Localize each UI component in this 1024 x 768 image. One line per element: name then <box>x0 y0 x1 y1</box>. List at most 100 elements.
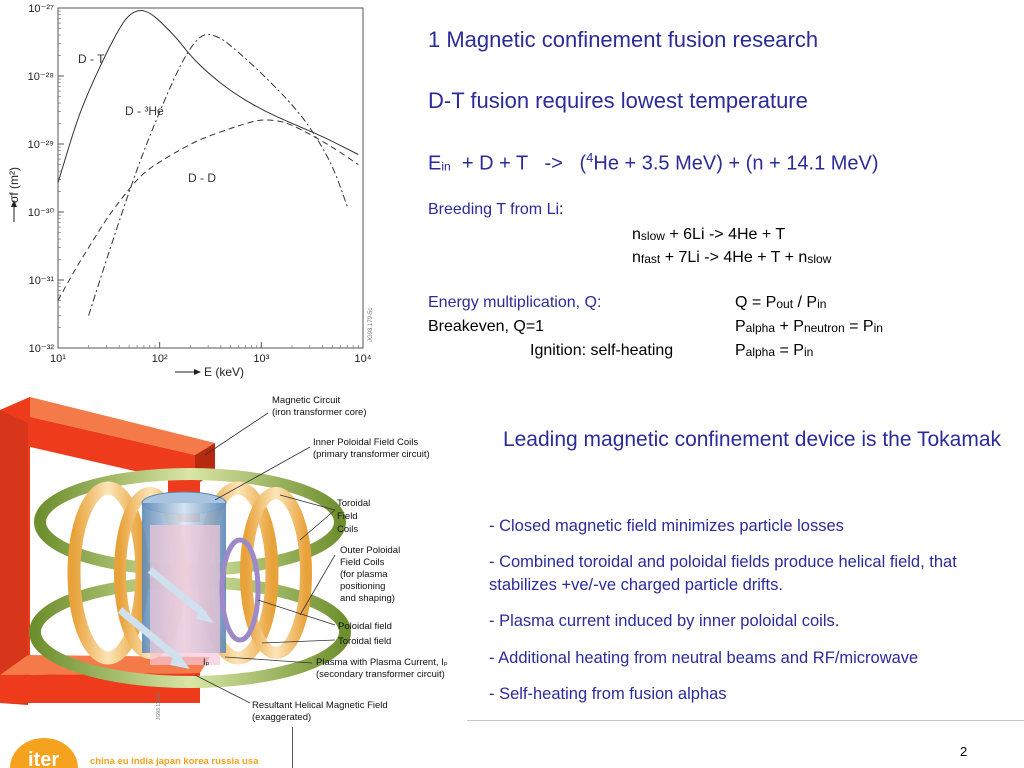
r2-rest: + 7Li -> 4He + T + n <box>660 249 808 266</box>
q-b-sub: in <box>817 297 827 311</box>
series-label-dd: D - D <box>188 171 216 185</box>
tokamak-diagram: Magnetic Circuit(iron transformer core) … <box>0 395 448 723</box>
breeding-reaction-2: nfast + 7Li -> 4He + T + nslow <box>632 249 831 267</box>
be-b-sub: neutron <box>803 321 845 335</box>
page-number: 2 <box>960 744 968 759</box>
breeding-reaction-1: nslow + 6Li -> 4He + T <box>632 226 785 244</box>
label-helical-field: Resultant Helical Magnetic Field(exagger… <box>252 700 388 723</box>
label-inner-poloidal: Inner Poloidal Field Coils(primary trans… <box>313 437 430 460</box>
be-c: = P <box>844 318 874 335</box>
bullet-2: - Combined toroidal and poloidal fields … <box>489 553 957 594</box>
bullet-4: - Additional heating from neutral beams … <box>489 649 919 667</box>
q-definition: Q = Pout / Pin <box>735 294 826 312</box>
bullet-5: - Self-heating from fusion alphas <box>489 685 727 703</box>
ig-b-sub: in <box>803 345 814 359</box>
poloidal-field-arrow <box>147 567 208 618</box>
helical-field-arrow <box>117 607 183 663</box>
r1-sub: slow <box>640 229 665 243</box>
ig-a: P <box>735 342 746 359</box>
logo-orange-disc <box>10 738 78 768</box>
iron-core-top-beam <box>0 410 195 485</box>
xlabel-arrowhead <box>194 369 201 375</box>
be-a-sub: alpha <box>745 321 776 335</box>
footer-divider <box>467 720 1024 721</box>
chart-ylabel: σf (m²) <box>7 167 21 203</box>
toroidal-coil-4 <box>240 487 312 659</box>
logo-word: iter <box>28 749 59 768</box>
y-tick-label: 10⁻³⁰ <box>28 207 55 219</box>
chart-id-label: JG93.179-5c <box>368 308 374 342</box>
be-c-sub: in <box>873 321 883 335</box>
iter-logo: iter china eu india japan korea russia u… <box>10 738 259 768</box>
q-b: / P <box>793 294 818 311</box>
r2-sub2: slow <box>807 252 832 266</box>
chart-plot-frame <box>57 7 364 349</box>
y-tick-label: 10⁻²⁹ <box>28 139 54 151</box>
q-a-sub: out <box>776 297 794 311</box>
diagram-labels: Magnetic Circuit(iron transformer core) … <box>203 395 448 723</box>
lead-statement: Leading magnetic confinement device is t… <box>502 428 1002 451</box>
plasma-ring <box>219 537 261 643</box>
ylabel-arrowhead <box>11 200 17 207</box>
logo-countries: china eu india japan korea russia usa <box>90 756 259 767</box>
series-curve-2 <box>57 119 359 301</box>
diagram-id-label: JG93.113/8c <box>156 692 162 720</box>
r1-rest: + 6Li -> 4He + T <box>664 226 786 243</box>
breakeven-label: Breakeven, Q=1 <box>428 318 545 335</box>
label-toroidal-field: Toroidal field <box>338 636 391 647</box>
bullet-3: - Plasma current induced by inner poloid… <box>489 612 840 630</box>
be-a: P <box>735 318 746 335</box>
slide-heading: 1 Magnetic confinement fusion research <box>428 27 819 52</box>
ig-b: = P <box>775 342 804 359</box>
footer-vertical-line <box>292 727 293 768</box>
energy-label: Energy multiplication, Q: <box>428 294 602 311</box>
eq-he-sup: 4 <box>586 150 594 165</box>
x-tick-label: 10³ <box>253 353 269 365</box>
chart-xlabel: E (keV) <box>204 365 244 379</box>
breeding-label: Breeding T from Li: <box>428 201 563 219</box>
series-label-dhe3: D - ³He <box>125 104 164 118</box>
label-ip: Iₚ <box>203 657 210 667</box>
q-a: Q = P <box>735 294 777 311</box>
r1-n: n <box>632 226 641 243</box>
breeding-text: Breeding T from Li <box>428 201 560 218</box>
eq-plus: + <box>461 152 474 175</box>
series-curve-1 <box>88 34 348 316</box>
ig-a-sub: alpha <box>745 345 776 359</box>
y-tick-label: 10⁻³² <box>29 343 55 355</box>
eq-products: He + 3.5 MeV) + (n + 14.1 MeV) <box>593 152 879 175</box>
eq-open: ( <box>579 152 587 175</box>
poloidal-field-arrowhead <box>196 605 214 623</box>
r2-sub: fast <box>640 252 661 266</box>
iron-core-left-front <box>0 410 28 705</box>
label-magnetic-circuit: Magnetic Circuit(iron transformer core) <box>272 395 367 418</box>
y-tick-label: 10⁻²⁷ <box>28 3 54 15</box>
x-tick-label: 10¹ <box>50 353 66 365</box>
fusion-equation: Ein + D + T -> (4He + 3.5 MeV) + (n + 14… <box>428 150 879 176</box>
eq-reactants: D + T <box>479 152 528 175</box>
iron-core-top-face <box>0 397 215 455</box>
label-poloidal-field: Poloidal field <box>338 621 392 632</box>
be-b: + P <box>775 318 804 335</box>
eq-arrow: -> <box>544 152 563 175</box>
slide-subheading: D-T fusion requires lowest temperature <box>428 88 808 113</box>
r2-n: n <box>632 249 641 266</box>
helical-field-arrowhead <box>170 650 190 669</box>
series-label-dt: D - T <box>78 52 105 66</box>
eq-e-sub: in <box>441 159 451 174</box>
x-tick-label: 10² <box>152 353 168 365</box>
leader-lines <box>194 412 336 704</box>
breeding-colon: : <box>559 201 564 218</box>
bullet-1: - Closed magnetic field minimizes partic… <box>489 517 844 535</box>
label-plasma-current: Plasma with Plasma Current, Iₚ(secondary… <box>316 657 448 680</box>
ignition-label: Ignition: self-heating <box>530 342 674 359</box>
breakeven-definition: Palpha + Pneutron = Pin <box>735 318 883 336</box>
eq-e: E <box>428 152 442 175</box>
series-curve-0 <box>57 10 359 183</box>
y-tick-label: 10⁻²⁸ <box>28 71 54 83</box>
x-tick-label: 10⁴ <box>355 353 372 365</box>
ignition-definition: Palpha = Pin <box>735 342 813 360</box>
